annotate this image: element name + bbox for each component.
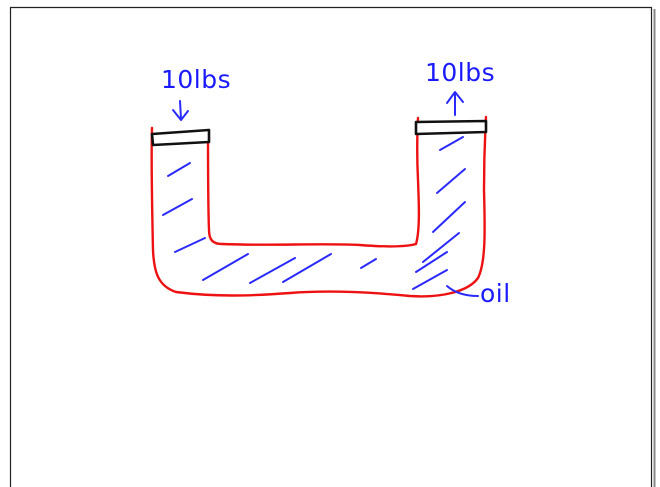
u-tube-inner-wall bbox=[206, 116, 421, 248]
right-piston bbox=[414, 119, 488, 136]
up-arrow-icon bbox=[446, 91, 464, 116]
oil-annotation: oil bbox=[446, 279, 511, 308]
left-force-annotation: 10lbs bbox=[161, 65, 231, 121]
down-arrow-icon bbox=[172, 100, 189, 121]
u-tube-outer-wall bbox=[150, 115, 488, 298]
u-tube-container bbox=[150, 115, 488, 298]
oil-hatching bbox=[162, 136, 466, 290]
oil-label: oil bbox=[480, 279, 511, 308]
right-force-annotation: 10lbs bbox=[425, 58, 495, 116]
page-frame bbox=[9, 6, 656, 487]
left-piston bbox=[150, 128, 211, 147]
oil-leader-line bbox=[446, 285, 479, 297]
left-force-label: 10lbs bbox=[161, 65, 231, 94]
right-force-label: 10lbs bbox=[425, 58, 495, 87]
